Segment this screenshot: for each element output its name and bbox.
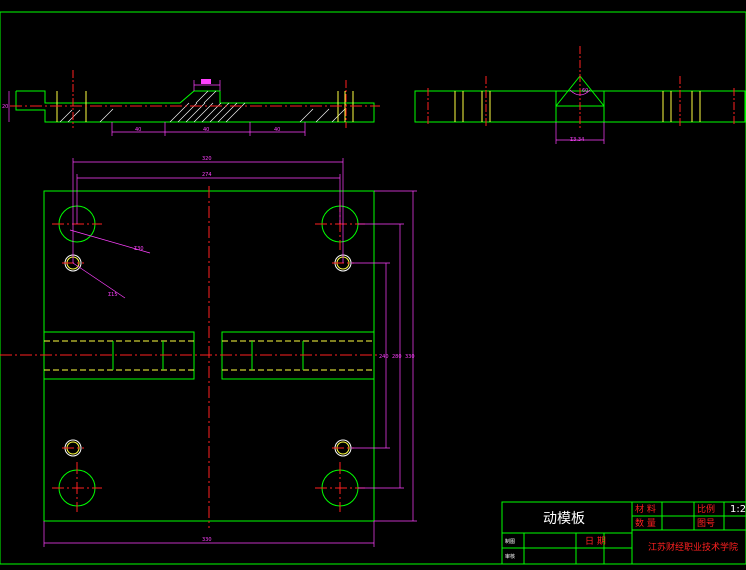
dim-mid-vertical: 280	[392, 354, 402, 360]
school-name: 江苏财经职业技术学院	[648, 541, 738, 553]
drawing-frame	[0, 11, 746, 565]
dim-overall-top: 320	[202, 156, 212, 162]
checker-label: 审核	[505, 553, 515, 560]
title-block: 动模板 材 料 比例 1:2 数 量 图号 制图 审核 日 期 江苏财经职业技术…	[501, 501, 746, 565]
dim-hole-small: Σ15	[108, 292, 118, 298]
drawing-title: 动模板	[543, 511, 585, 527]
top-view: 320 274 Σ30 Σ15 240 280 330 330	[0, 156, 417, 547]
date-label: 日 期	[585, 536, 606, 547]
dim-left-height: 20	[2, 104, 8, 110]
dim-overall-bottom: 330	[202, 537, 212, 543]
drawing-no-label: 图号	[697, 518, 715, 529]
front-section-view: 22 20 40 40 40	[2, 70, 380, 136]
dim-side-width: Σ3.34	[570, 137, 584, 143]
dim-hole-large: Σ30	[134, 246, 144, 252]
dim-seg-mid: 40	[203, 127, 209, 133]
dim-seg-left: 40	[135, 127, 141, 133]
dim-inner-vertical: 240	[379, 354, 389, 360]
dim-inner-top: 274	[202, 172, 212, 178]
scale-label: 比例	[697, 503, 715, 515]
designer-label: 制图	[505, 538, 515, 545]
scale-value: 1:2	[730, 504, 746, 515]
material-label: 材 料	[635, 503, 656, 515]
dim-angle: 60	[582, 88, 588, 94]
side-view: 60 Σ3.34	[414, 46, 746, 144]
dim-seg-right: 40	[274, 127, 280, 133]
dim-top-step: 22	[203, 79, 209, 85]
dim-overall-vertical: 330	[405, 354, 415, 360]
quantity-label: 数 量	[635, 517, 656, 529]
